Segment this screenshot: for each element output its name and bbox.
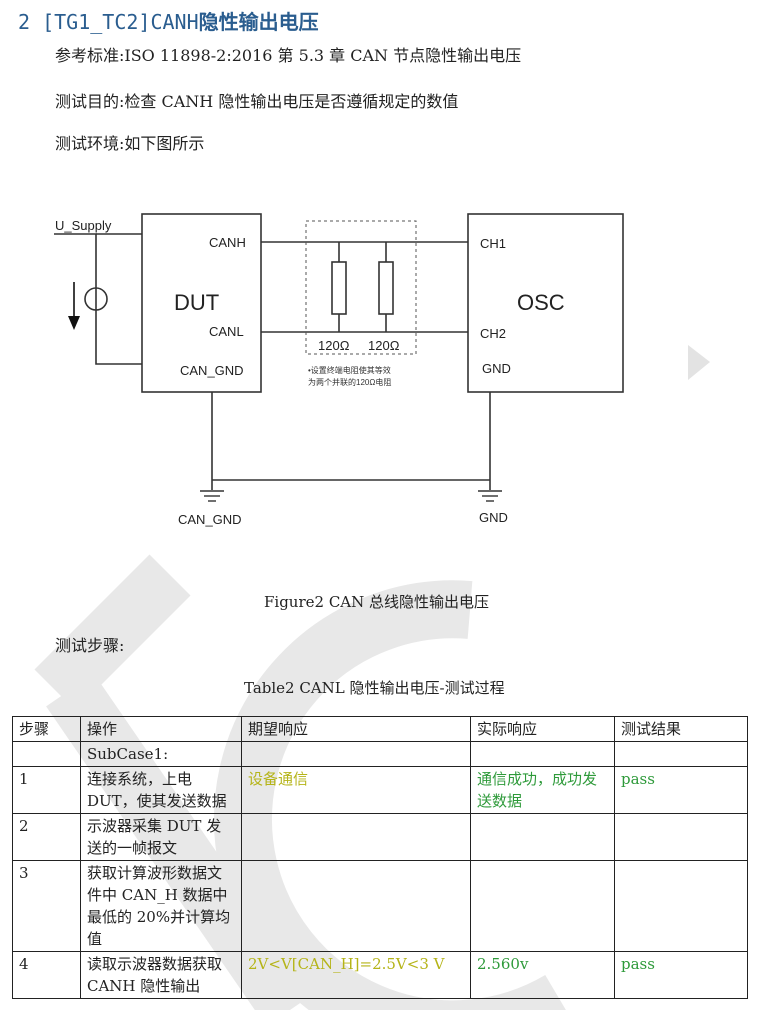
dut-label: DUT [174,290,219,315]
osc-ch1-label: CH1 [480,236,506,251]
ground-right-label: GND [479,510,508,525]
ground-left-label: CAN_GND [178,512,242,527]
table-row: 3 获取计算波形数据文件中 CAN_H 数据中最低的 20%并计算均值 [12,860,748,952]
actual-cell: 通信成功，成功发送数据 [470,766,615,814]
test-steps-label: 测试步骤: [55,636,125,655]
resistor-2 [378,261,394,315]
operation-cell: 连接系统，上电 DUT，使其发送数据 [80,766,242,814]
osc-gnd-label: GND [482,361,511,376]
table-header-row: 步骤 操作 期望响应 实际响应 测试结果 [12,716,748,742]
termination-note-line2: 为两个并联的120Ω电阻 [308,377,391,387]
operation-cell: 获取计算波形数据文件中 CAN_H 数据中最低的 20%并计算均值 [80,860,242,952]
test-steps-table: 步骤 操作 期望响应 实际响应 测试结果 SubCase1: 1 连接系统，上电… [12,716,748,999]
osc-box [467,213,624,393]
header-step: 步骤 [12,716,81,742]
dut-gnd-label: CAN_GND [180,363,244,378]
header-result: 测试结果 [614,716,748,742]
step-cell: 2 [12,813,81,861]
table-row: 4 读取示波器数据获取 CANH 隐性输出 2V<V[CAN_H]=2.5V<3… [12,951,748,999]
section-code: [TG1_TC2]CANH [42,10,199,34]
table-row: 1 连接系统，上电 DUT，使其发送数据 设备通信 通信成功，成功发送数据 pa… [12,766,748,814]
section-title: 隐性输出电压 [198,10,319,34]
step-cell: 1 [12,766,81,814]
test-purpose: 测试目的:检查 CANH 隐性输出电压是否遵循规定的数值 [55,92,459,111]
actual-cell: 2.560v [470,951,615,999]
expected-cell: 2V<V[CAN_H]=2.5V<3 V [241,951,471,999]
resistor-1-label: 120Ω [318,338,350,353]
header-actual: 实际响应 [470,716,615,742]
header-expected: 期望响应 [241,716,471,742]
osc-ch2-label: CH2 [480,326,506,341]
termination-box [305,220,417,355]
actual-cell [470,813,615,861]
resistor-2-label: 120Ω [368,338,400,353]
expected-cell: 设备通信 [241,766,471,814]
dut-box [141,213,262,393]
ground-icon-right [478,490,502,502]
result-cell: pass [614,766,748,814]
expected-cell [241,860,471,952]
table-caption: Table2 CANL 隐性输出电压-测试过程 [244,679,505,697]
result-cell: pass [614,951,748,999]
ground-icon-left [200,490,224,502]
reference-standard: 参考标准:ISO 11898-2:2016 第 5.3 章 CAN 节点隐性输出… [55,46,522,65]
actual-cell [470,860,615,952]
section-number: 2 [18,10,31,34]
result-cell [614,860,748,952]
section-heading: 2 [TG1_TC2]CANH隐性输出电压 [18,6,319,35]
header-operation: 操作 [80,716,242,742]
osc-label: OSC [517,290,565,315]
figure-caption: Figure2 CAN 总线隐性输出电压 [264,593,490,611]
step-cell: 4 [12,951,81,999]
step-cell: 3 [12,860,81,952]
table-row-subcase: SubCase1: [12,741,748,767]
resistor-1 [331,261,347,315]
expected-cell [241,813,471,861]
operation-cell: 读取示波器数据获取 CANH 隐性输出 [80,951,242,999]
operation-cell: 示波器采集 DUT 发送的一帧报文 [80,813,242,861]
test-environment: 测试环境:如下图所示 [55,134,205,153]
dut-canh-label: CANH [209,235,246,250]
dut-canl-label: CANL [209,324,244,339]
table-row: 2 示波器采集 DUT 发送的一帧报文 [12,813,748,861]
termination-note-line1: •设置终端电阻使其等效 [308,365,391,375]
result-cell [614,813,748,861]
current-source-symbol [84,287,108,311]
supply-label: U_Supply [55,218,112,233]
subcase-label: SubCase1: [80,741,242,767]
down-arrow-icon [68,316,80,330]
